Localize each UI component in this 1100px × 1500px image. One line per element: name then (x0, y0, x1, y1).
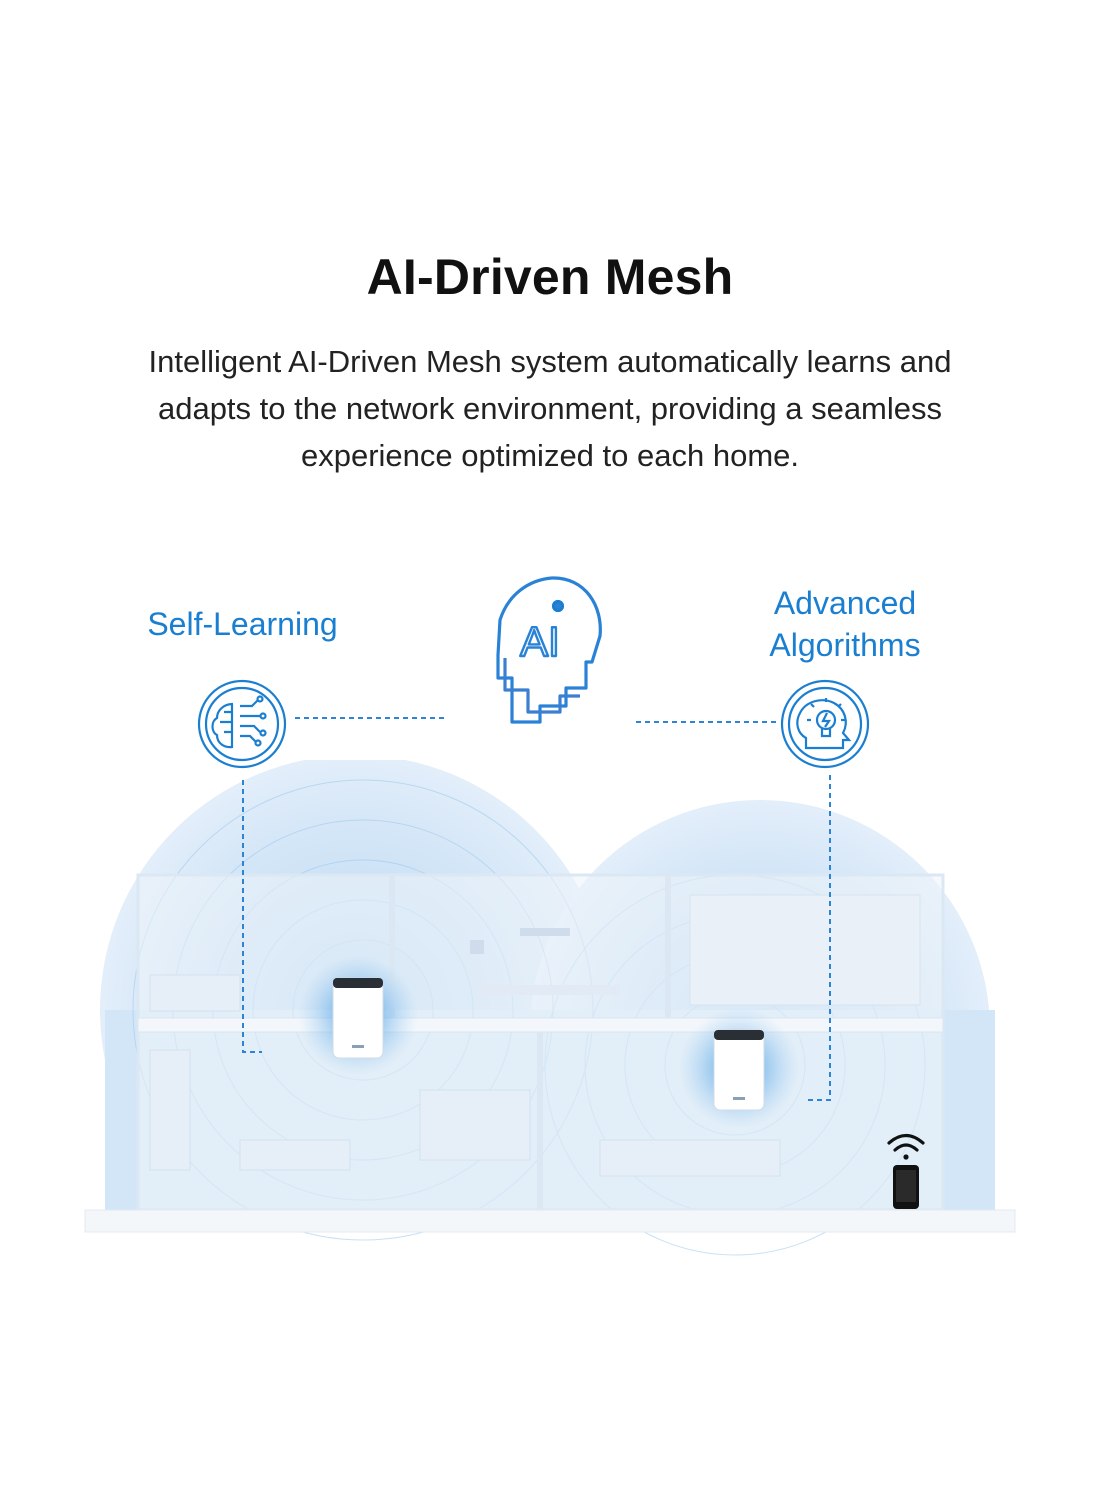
mesh-router-1 (298, 955, 418, 1075)
wifi-icon (887, 1133, 925, 1160)
lightbulb-head-icon (780, 679, 870, 769)
description-line-3: experience optimized to each home. (300, 438, 799, 473)
house-cutaway (84, 873, 1016, 1233)
advanced-algorithms-line-1: Advanced (773, 585, 917, 621)
circuit-brain-icon (197, 679, 287, 769)
advanced-algorithms-label: Advanced Algorithms (730, 582, 960, 666)
page-title: AI-Driven Mesh (366, 249, 734, 305)
description-line-1: Intelligent AI-Driven Mesh system automa… (148, 344, 952, 379)
advanced-algorithms-line-2: Algorithms (769, 627, 921, 663)
dashed-connectors (242, 717, 831, 1101)
description-line-2: adapts to the network environment, provi… (157, 391, 943, 426)
self-learning-label: Self-Learning (147, 606, 338, 642)
ai-head-icon: AI (496, 576, 602, 724)
mesh-router-2 (679, 1008, 799, 1128)
smartphone-icon (893, 1165, 919, 1209)
description: Intelligent AI-Driven Mesh system automa… (60, 338, 1040, 479)
ai-letters: AI (520, 618, 560, 665)
